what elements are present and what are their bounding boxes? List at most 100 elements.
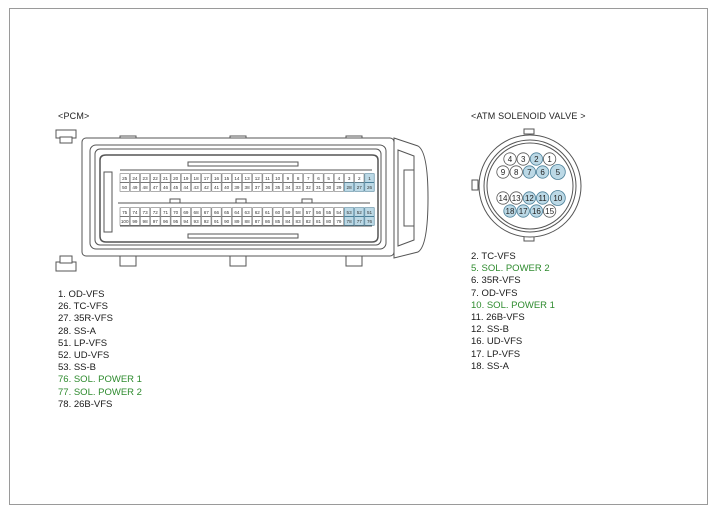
pcm-pin-label: 52 <box>357 210 363 215</box>
pcm-pin-label: 94 <box>183 219 189 224</box>
pcm-pin-label: 28 <box>347 185 353 190</box>
pcm-pin-98 <box>140 216 151 226</box>
pcm-pin-100 <box>119 216 130 226</box>
atm-pin-label: 16 <box>532 207 541 216</box>
atm-pin-13 <box>509 191 523 205</box>
pcm-pin-44 <box>180 182 191 192</box>
pcm-pin-label: 68 <box>194 210 200 215</box>
pcm-pin-label: 97 <box>153 219 159 224</box>
pcm-pin-label: 44 <box>183 185 189 190</box>
atm-pin-6 <box>535 165 550 179</box>
pcm-pin-list: 1. OD-VFS 26. TC-VFS 27. 35R-VFS 28. SS-… <box>58 289 142 411</box>
atm-pin-label: 14 <box>499 194 508 203</box>
pcm-pin-label: 84 <box>285 219 291 224</box>
pcm-pin-5 <box>323 173 334 183</box>
pcm-pin-55 <box>323 207 334 217</box>
atm-pin-label: 6 <box>540 168 545 177</box>
pcm-pin-label: 55 <box>326 210 332 215</box>
pcm-pin-label: 46 <box>163 185 169 190</box>
pcm-pin-86 <box>262 216 273 226</box>
pcm-pin-label: 71 <box>163 210 169 215</box>
pcm-pin-61 <box>262 207 273 217</box>
pcm-pin-label: 61 <box>265 210 271 215</box>
atm-pin-label: 1 <box>547 155 552 164</box>
pcm-pin-label: 26 <box>367 185 373 190</box>
pcm-pin-label: 59 <box>285 210 291 215</box>
pcm-pin-26 <box>364 182 375 192</box>
pcm-pin-label: 7 <box>307 176 310 181</box>
pcm-pin-label: 64 <box>234 210 240 215</box>
pcm-pin-label: 24 <box>132 176 138 181</box>
pcm-pin-item: 77. SOL. POWER 2 <box>58 386 142 398</box>
pcm-pin-label: 43 <box>194 185 200 190</box>
pcm-pin-67 <box>201 207 212 217</box>
atm-pin-label: 9 <box>501 168 506 177</box>
pcm-pin-52 <box>354 207 365 217</box>
pcm-pin-75 <box>119 207 130 217</box>
atm-pin-15 <box>542 204 557 218</box>
pcm-pin-91 <box>211 216 222 226</box>
pcm-pin-label: 47 <box>153 185 159 190</box>
pcm-pin-label: 92 <box>204 219 210 224</box>
pcm-pin-76 <box>364 216 375 226</box>
pcm-pin-24 <box>129 173 140 183</box>
pcm-pin-item: 52. UD-VFS <box>58 350 110 362</box>
atm-title: <ATM SOLENOID VALVE > <box>471 111 586 121</box>
pcm-pin-label: 8 <box>297 176 300 181</box>
pcm-pin-label: 75 <box>122 210 128 215</box>
pcm-pin-label: 13 <box>245 176 251 181</box>
pcm-pin-label: 63 <box>245 210 251 215</box>
pcm-pin-label: 81 <box>316 219 322 224</box>
pcm-pin-3 <box>344 173 355 183</box>
pcm-pin-92 <box>201 216 212 226</box>
atm-pin-label: 7 <box>527 168 532 177</box>
pcm-pin-label: 30 <box>326 185 332 190</box>
pcm-pin-73 <box>140 207 151 217</box>
atm-pin-item: 10. SOL. POWER 1 <box>471 299 555 311</box>
pcm-pin-12 <box>252 173 263 183</box>
pcm-pin-label: 76 <box>367 219 373 224</box>
pcm-pin-label: 12 <box>255 176 261 181</box>
pcm-pin-label: 31 <box>316 185 322 190</box>
pcm-pin-label: 2 <box>358 176 361 181</box>
pcm-pin-78 <box>344 216 355 226</box>
pcm-pin-54 <box>333 207 344 217</box>
pcm-pin-label: 22 <box>153 176 159 181</box>
pcm-pin-84 <box>282 216 293 226</box>
pcm-pin-28 <box>344 182 355 192</box>
pcm-pin-label: 66 <box>214 210 220 215</box>
pcm-title: <PCM> <box>58 111 90 121</box>
pcm-pin-label: 18 <box>194 176 200 181</box>
atm-pin-label: 11 <box>538 194 547 203</box>
pcm-pin-label: 29 <box>336 185 342 190</box>
pcm-pin-81 <box>313 216 324 226</box>
pcm-pin-48 <box>140 182 151 192</box>
pcm-pin-31 <box>313 182 324 192</box>
pcm-pin-label: 33 <box>296 185 302 190</box>
pcm-pin-88 <box>242 216 253 226</box>
pcm-pin-7 <box>303 173 314 183</box>
pcm-pin-label: 67 <box>204 210 210 215</box>
pcm-pin-16 <box>211 173 222 183</box>
pcm-pin-40 <box>221 182 232 192</box>
pcm-pin-85 <box>272 216 283 226</box>
pcm-pin-item: 76. SOL. POWER 1 <box>58 374 142 386</box>
pcm-pin-74 <box>129 207 140 217</box>
pcm-pin-label: 60 <box>275 210 281 215</box>
pcm-pin-label: 37 <box>255 185 261 190</box>
pcm-pin-77 <box>354 216 365 226</box>
pcm-pin-39 <box>231 182 242 192</box>
pcm-pin-label: 89 <box>234 219 240 224</box>
pcm-pin-item: 53. SS-B <box>58 362 97 374</box>
pcm-pin-15 <box>221 173 232 183</box>
pcm-pin-label: 9 <box>287 176 290 181</box>
pcm-pin-label: 62 <box>255 210 261 215</box>
pcm-pin-17 <box>201 173 212 183</box>
pcm-pin-6 <box>313 173 324 183</box>
atm-pin-18 <box>503 204 517 218</box>
pcm-pin-38 <box>242 182 253 192</box>
pcm-pin-label: 85 <box>275 219 281 224</box>
atm-pin-label: 13 <box>512 194 521 203</box>
pcm-pin-20 <box>170 173 181 183</box>
